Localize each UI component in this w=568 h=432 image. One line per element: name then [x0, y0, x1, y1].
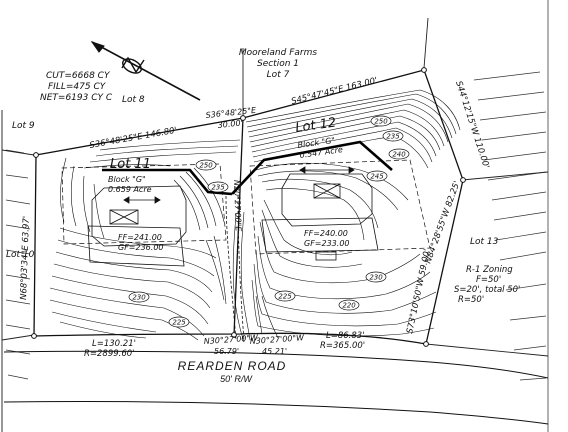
contour-value: 220: [342, 302, 356, 310]
zoning-front: F=50': [476, 275, 501, 285]
lot-10-label: Lot 10: [6, 250, 35, 260]
curve-left-radius: R=2899.60': [84, 349, 135, 359]
lot-9-label: Lot 9: [12, 121, 35, 131]
contour-tag: 240: [388, 148, 410, 160]
contour-value: 240: [392, 151, 406, 159]
distance-front-left: 56.79': [214, 347, 239, 356]
road-right-of-way: 50' R/W: [220, 374, 253, 384]
building-footprint-lot12: [261, 173, 379, 261]
contour-tag: 250: [370, 115, 392, 127]
contour-tag: 225: [168, 316, 190, 328]
cut-line-lot12: [231, 140, 393, 195]
lot-11-ff: FF=241.00: [118, 233, 162, 242]
lot-12-ff: FF=240.00: [304, 229, 348, 238]
bearing-west: N68°03'34"E 63.97': [19, 216, 32, 300]
lot-11-block: Block "G": [108, 175, 146, 184]
curve-right-radius: R=365.00': [320, 341, 365, 351]
curve-right-length: L=86.83': [326, 331, 365, 341]
contour-value: 245: [370, 173, 384, 181]
contour-tag: 235: [207, 181, 229, 193]
contour-tag: 220: [338, 299, 360, 311]
zoning-side: S=20', total 50': [454, 285, 520, 295]
distance-front-right: 45.21': [262, 347, 287, 356]
lot-12-gf: GF=233.00: [304, 239, 350, 248]
contour-tag: 225: [274, 290, 296, 302]
road-name: REARDEN ROAD: [178, 359, 287, 373]
contour-tags: 250 235 240 245 250 230 225 235: [128, 115, 410, 328]
lot-11-title: Lot 11: [110, 157, 151, 172]
bearing-front-right: N30°27'00"W: [250, 333, 306, 346]
curve-left-length: L=130.21': [92, 339, 136, 349]
distance-shared-top: 30.00': [217, 118, 243, 130]
contour-value: 235: [211, 184, 225, 192]
lot-13-label: Lot 13: [470, 237, 499, 247]
contour-value: 250: [199, 162, 213, 170]
lot-11-gf: GF=236.00: [118, 243, 164, 252]
zoning-rear: R=50': [458, 295, 484, 305]
road-edges: [3, 350, 549, 425]
zoning-title: R-1 Zoning: [466, 265, 513, 275]
contour-value: 250: [374, 118, 388, 126]
hatched-area-right: [473, 71, 547, 381]
building-footprint-lot11: [87, 185, 187, 267]
contour-tag: 230: [128, 291, 150, 303]
subdivision-lot: Lot 7: [267, 70, 290, 80]
bearing-divider: N20°27'00"E: [232, 180, 243, 233]
north-arrow-icon: [90, 41, 201, 101]
contour-lines-lot11: [49, 139, 251, 343]
lot-12-title: Lot 12: [294, 115, 337, 136]
contour-tag: 235: [382, 130, 404, 142]
boundary-corners: [31, 67, 466, 347]
contour-tag: 250: [195, 159, 217, 171]
subdivision-section: Section 1: [257, 59, 299, 69]
contour-value: 225: [172, 319, 186, 327]
contour-value: 225: [278, 293, 292, 301]
subdivision-name: Mooreland Farms: [239, 48, 317, 58]
contour-value: 230: [369, 274, 383, 282]
bearing-front-left: N30°27'00"W: [204, 333, 260, 346]
cut-line-lot11: [102, 168, 233, 196]
net-volume: NET=6193 CY C: [40, 93, 113, 103]
contour-tag: 245: [366, 170, 388, 182]
adjacent-lot-lines: [1, 17, 549, 357]
contour-value: 235: [386, 133, 400, 141]
lot-8-label: Lot 8: [122, 95, 145, 105]
setback-lines: [61, 159, 431, 255]
contour-tag: 230: [365, 271, 387, 283]
cut-volume: CUT=6668 CY: [46, 71, 111, 81]
lot-11-area: 0.659 Acre: [108, 185, 152, 194]
grading-arrows: [123, 166, 355, 204]
contour-value: 230: [132, 294, 146, 302]
fill-volume: FILL=475 CY: [48, 82, 107, 92]
